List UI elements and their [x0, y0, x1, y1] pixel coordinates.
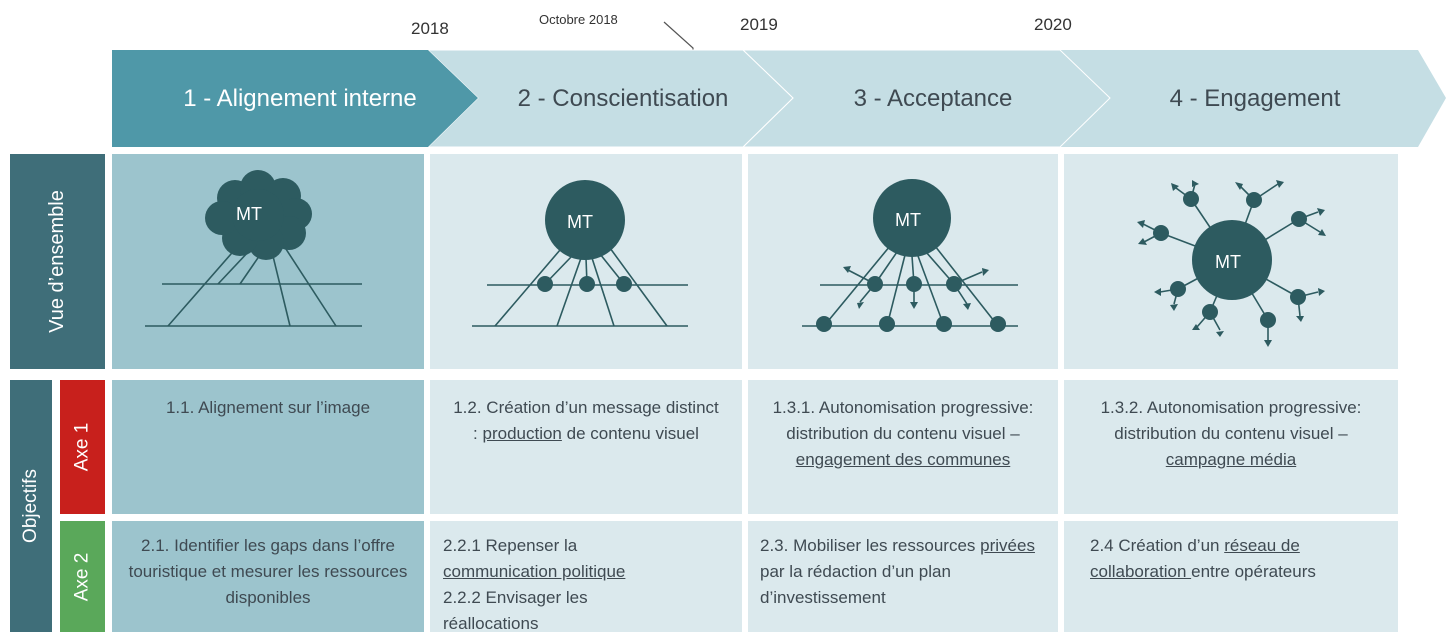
mt-label-1: MT: [236, 204, 262, 224]
axe1-cell-4: [1064, 380, 1398, 514]
diagram-4-nodes: [1137, 180, 1326, 347]
axe1-objective-2: 1.2. Création d’un message distinct : pr…: [453, 398, 719, 443]
mt-label-2: MT: [567, 212, 593, 232]
mt-label-3: MT: [895, 210, 921, 230]
year-2019: 2019: [740, 15, 778, 34]
mt-label-4: MT: [1215, 252, 1241, 272]
axe1-label: Axe 1: [71, 422, 93, 472]
axe2-objective-1: 2.1. Identifier les gaps dans l’offre to…: [128, 536, 408, 607]
axe2-label: Axe 2: [71, 552, 93, 601]
axe2-cell-2: [430, 521, 742, 632]
date-octobre-2018: Octobre 2018: [539, 12, 618, 27]
vue-ensemble-label: Vue d’ensemble: [46, 190, 68, 333]
axe2-cell-4: [1064, 521, 1398, 632]
phase-arrow-1: [112, 50, 478, 147]
phase-3-label: 3 - Acceptance: [853, 84, 1013, 112]
diagram-3-nodes: [816, 179, 1006, 332]
axe2-objective-2: 2.2.1 Repenser la communication politiqu…: [443, 536, 626, 633]
phase-arrow-4: [1060, 50, 1446, 147]
axe1-objective-4: 1.3.2. Autonomisation progressive: distr…: [1100, 398, 1362, 469]
diagram-2-nodes: [537, 180, 632, 292]
axe1-objective-1: 1.1. Alignement sur l’image: [165, 398, 371, 417]
axe2-cell-3: [748, 521, 1058, 632]
year-2020: 2020: [1034, 15, 1072, 34]
axe1-label-bg: [60, 380, 105, 514]
axe1-objective-3: 1.3.1. Autonomisation progressive: distr…: [772, 398, 1034, 469]
objectifs-label: Objectifs: [20, 469, 42, 543]
vue-ensemble-label-bg: [10, 154, 105, 369]
axe2-objective-3: 2.3. Mobiliser les ressources privées pa…: [760, 536, 1035, 607]
diagram-1: [145, 245, 362, 327]
objectifs-label-bg: [10, 380, 52, 632]
axe1-cell-1: [112, 380, 424, 514]
phase-4-label: 4 - Engagement: [1169, 84, 1341, 112]
phase-2-label: 2 - Conscientisation: [517, 84, 729, 112]
axe2-objective-4: 2.4 Création d’un réseau de collaboratio…: [1090, 536, 1316, 581]
axe1-cell-3: [748, 380, 1058, 514]
axe2-cell-1: [112, 521, 424, 632]
axe1-cell-2: [430, 380, 742, 514]
year-2018: 2018: [411, 19, 449, 38]
phase-1-label: 1 - Alignement interne: [183, 84, 417, 112]
axe2-label-bg: [60, 521, 105, 632]
diagram-3: [802, 245, 1018, 327]
cloud-node: [205, 170, 312, 260]
